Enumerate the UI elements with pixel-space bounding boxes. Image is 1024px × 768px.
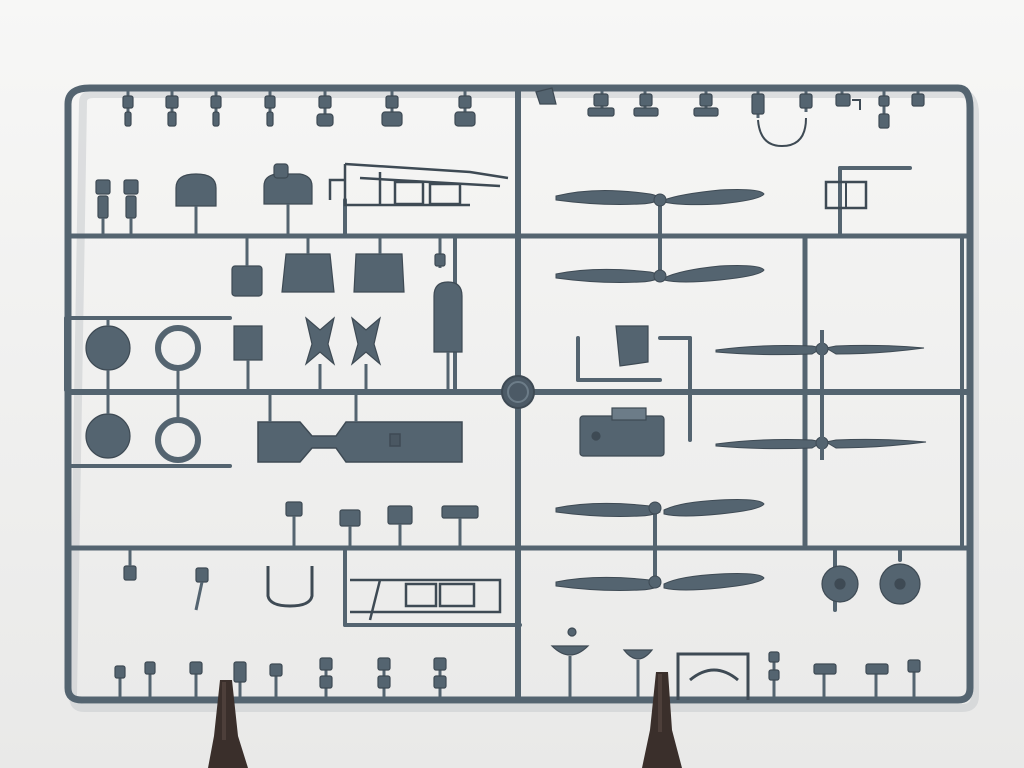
part-winged-bracket [304, 316, 336, 392]
part-pin [319, 657, 333, 700]
propeller [555, 499, 765, 517]
propeller-long [715, 342, 925, 356]
part-comb [441, 505, 479, 548]
bottom-frame-structure [350, 578, 502, 621]
part-pin [878, 88, 890, 129]
propeller-long [715, 436, 927, 450]
part-pin [911, 88, 925, 107]
part-pin [377, 657, 391, 700]
bottom-small-parts [123, 501, 921, 611]
part-pin [865, 663, 889, 700]
propellers [555, 189, 927, 591]
row2-left-parts [231, 236, 463, 392]
part-pin [189, 661, 203, 700]
part-pin [233, 661, 247, 700]
part-cockpit-floor [257, 392, 463, 463]
part-pin [316, 88, 334, 127]
part-tab [535, 87, 557, 105]
part-pin [633, 88, 659, 117]
part-cup [550, 627, 590, 700]
upper-left-parts [95, 163, 313, 236]
part-fuselage-frame-top [328, 162, 509, 207]
part-wheel [879, 563, 921, 605]
part-pin [144, 661, 156, 700]
part-bracket-frame [824, 180, 868, 210]
part-small-bracket [95, 179, 111, 236]
part-u-frame [266, 566, 314, 608]
sprue-hub-logo [501, 375, 535, 409]
part-wire [757, 117, 807, 148]
part-pin [264, 88, 276, 127]
part-pin [693, 88, 719, 117]
part-instrument-panel [175, 173, 217, 236]
part-seat-pan [353, 236, 405, 293]
part-pin [210, 88, 222, 127]
part-seat-back [263, 163, 313, 236]
part-pin [122, 88, 134, 127]
part-pin [835, 88, 861, 110]
part-arch-frame [676, 652, 750, 700]
part-ring [155, 392, 201, 463]
sprue-shadow [68, 90, 979, 712]
part-dome [85, 318, 131, 392]
part-pin [434, 236, 446, 268]
part-pin [381, 88, 403, 127]
part-seat [433, 281, 463, 392]
part-pin [907, 659, 921, 700]
part-seat-pan [281, 236, 335, 293]
engine-parts [579, 180, 868, 457]
part-strut [194, 567, 209, 611]
part-pin [751, 88, 765, 118]
outer-frame [64, 84, 974, 704]
part-pin [433, 657, 447, 700]
part-small-bracket [123, 179, 139, 236]
part-seat-frame [233, 325, 263, 392]
part-pin [799, 88, 813, 112]
part-cup [622, 649, 654, 700]
part-cap [339, 509, 361, 548]
display-stands [208, 672, 682, 768]
part-pin [454, 88, 476, 127]
part-gearbox [615, 325, 649, 367]
part-pin [165, 88, 179, 127]
propeller [555, 189, 765, 207]
stand-left [208, 680, 248, 768]
part-engine-block [579, 407, 665, 457]
part-box [231, 236, 263, 297]
part-bracket [123, 548, 137, 581]
part-pin [269, 663, 283, 700]
propeller [555, 265, 765, 283]
part-ring [155, 325, 201, 392]
part-cap [285, 501, 303, 548]
bottom-edge-parts [114, 627, 921, 700]
propeller [555, 573, 765, 591]
part-cap [387, 505, 413, 548]
part-pin [114, 665, 126, 700]
part-pin [587, 88, 615, 117]
row2-domes-rings [85, 316, 382, 463]
part-pin [813, 663, 837, 700]
part-winged-bracket [350, 316, 382, 392]
top-row-small-parts [122, 87, 925, 148]
part-wheel [821, 565, 859, 603]
part-dome [85, 392, 131, 459]
part-pin [768, 651, 780, 700]
